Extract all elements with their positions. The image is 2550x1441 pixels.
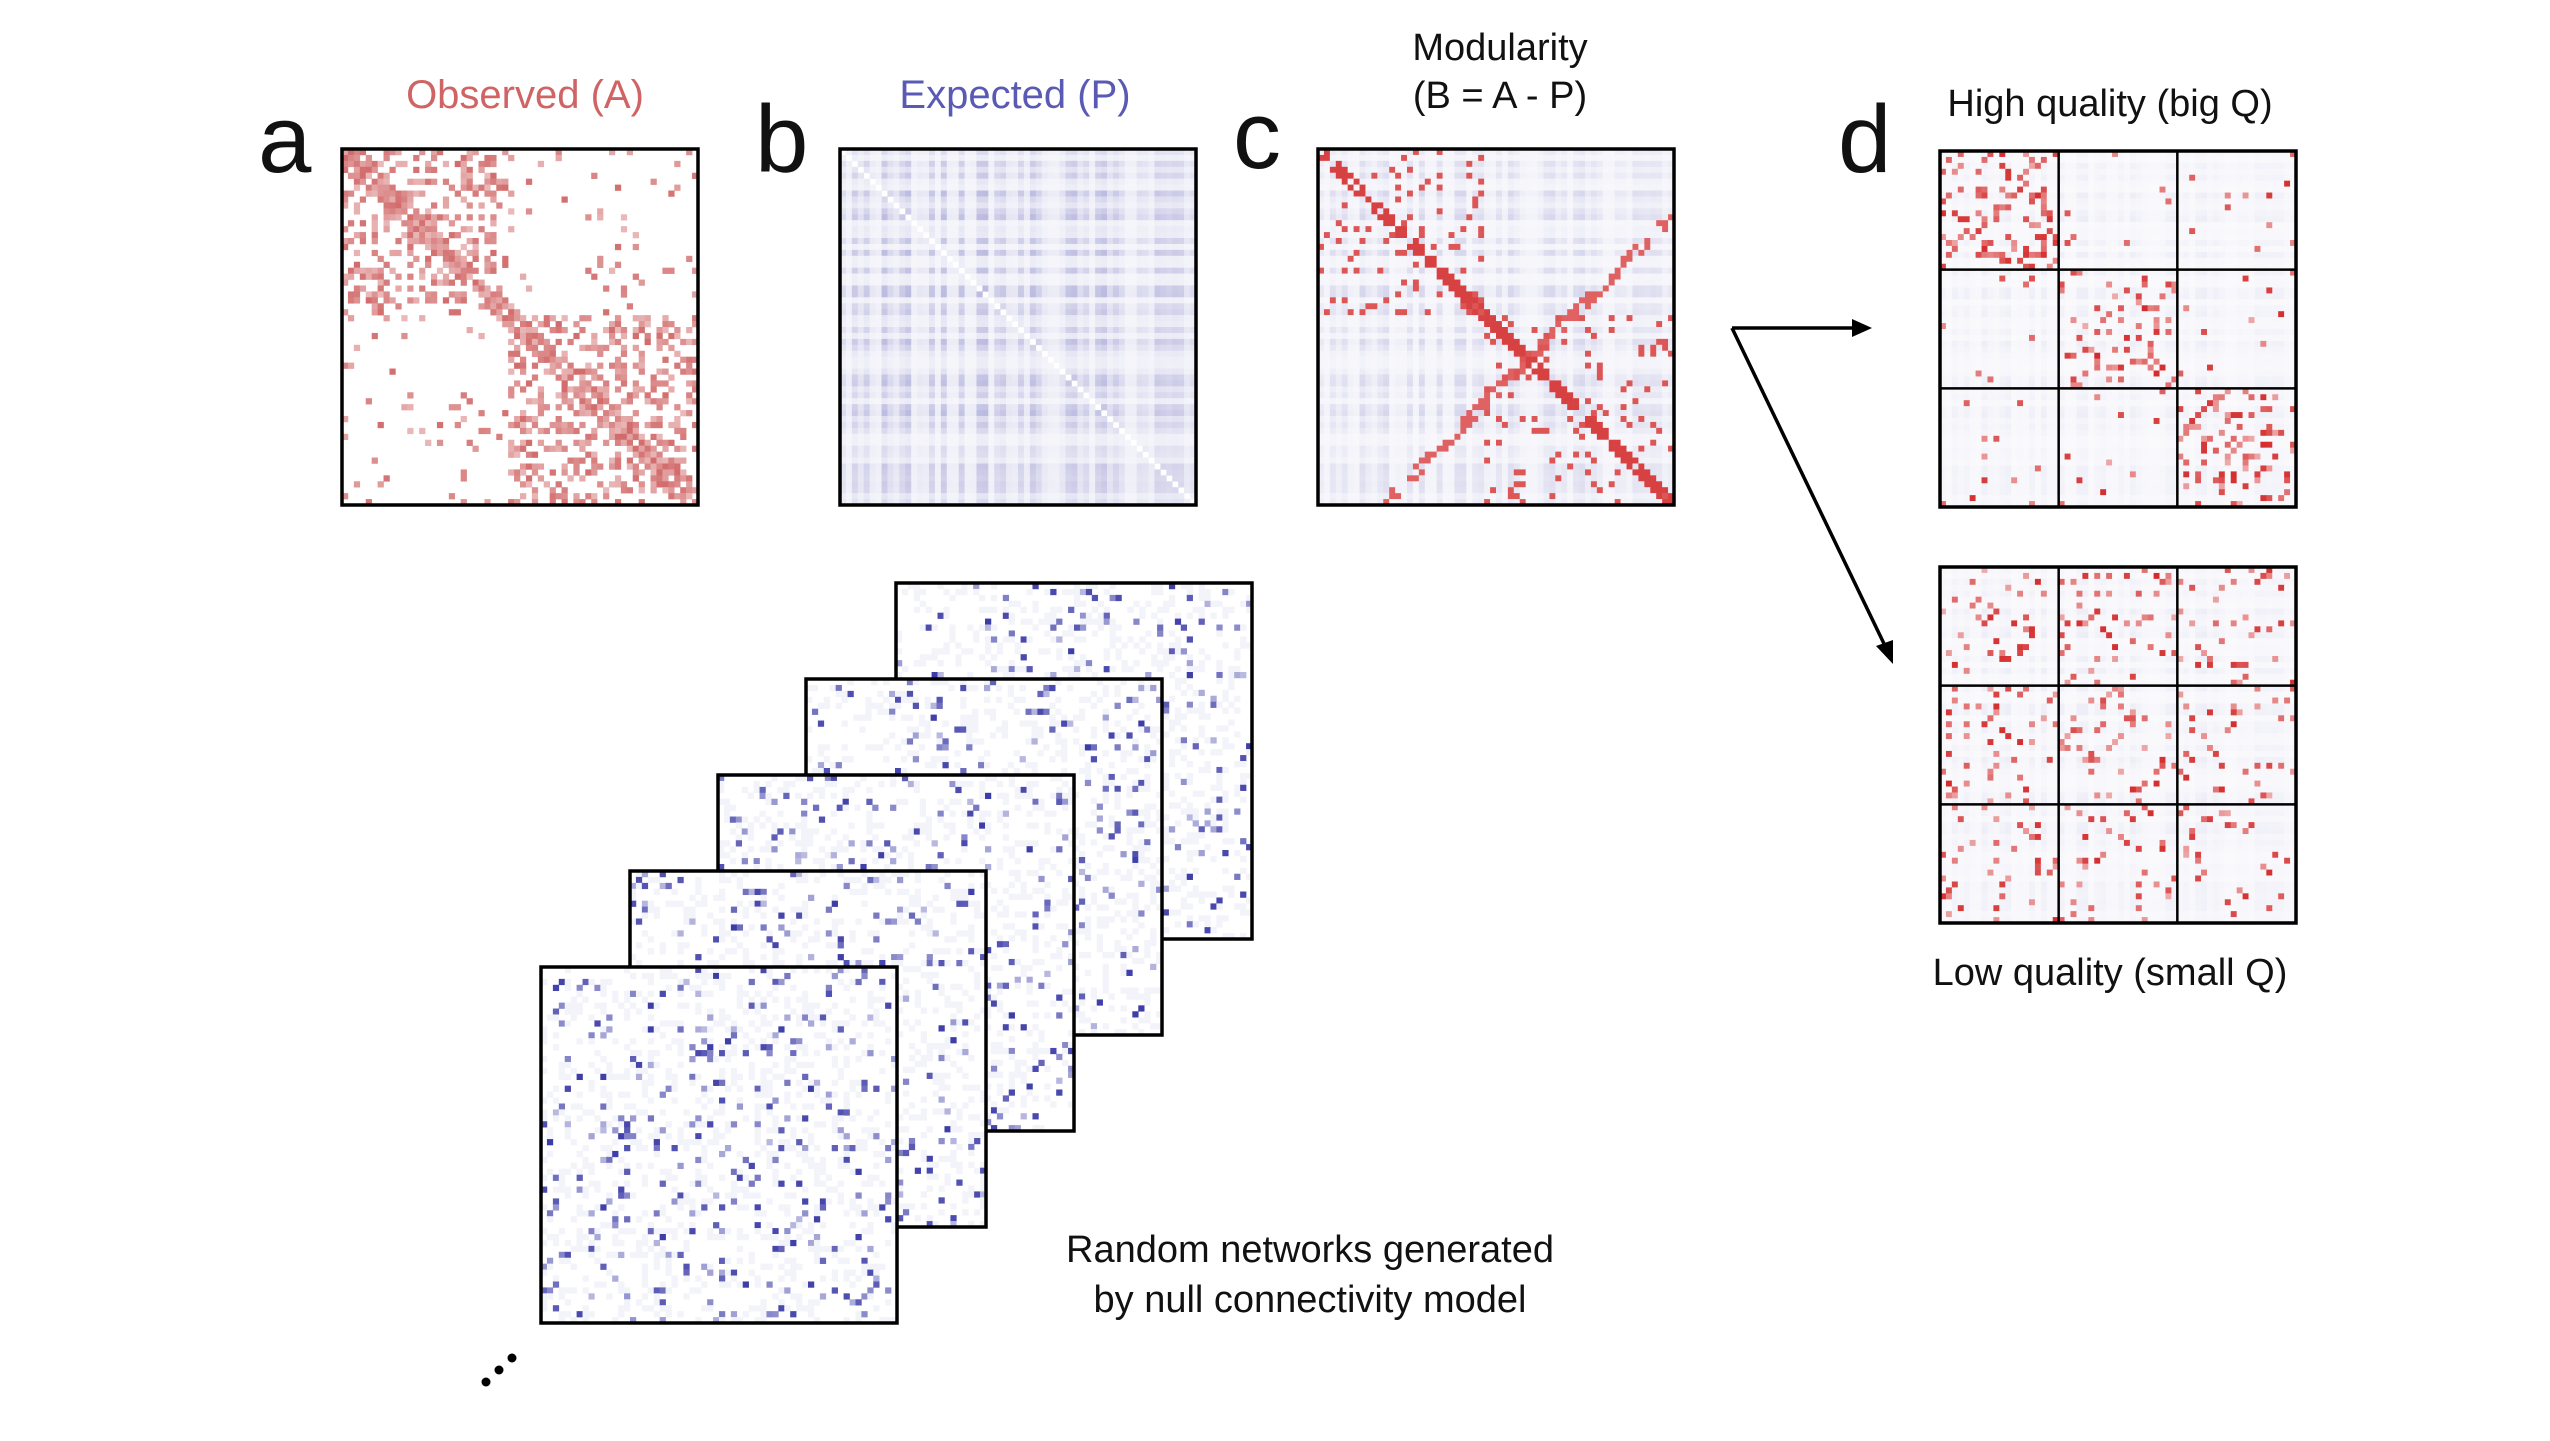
arrowhead-high <box>1852 319 1872 337</box>
observed-title: Observed (A) <box>406 73 644 117</box>
observed-matrix <box>340 147 700 507</box>
panel-letter-b: b <box>755 86 808 193</box>
panel-letter-c: c <box>1233 82 1281 189</box>
modularity-matrix <box>1316 147 1676 507</box>
arrowhead-low <box>1876 640 1893 664</box>
low-quality-matrix <box>1938 565 2298 925</box>
expected-matrix <box>838 147 1198 507</box>
ellipsis-dots <box>481 1353 517 1387</box>
low-quality-caption: Low quality (small Q) <box>1933 952 2288 994</box>
arrow-to-low-quality <box>1730 327 1890 653</box>
panel-letter-d: d <box>1838 86 1891 193</box>
random-networks-caption-line2: by null connectivity model <box>1094 1279 1527 1321</box>
modularity-title: Modularity <box>1412 27 1587 69</box>
modularity-formula: (B = A - P) <box>1413 75 1587 117</box>
partition-arrows <box>1730 319 1893 664</box>
random-network-stack <box>539 581 1254 1325</box>
high-quality-caption: High quality (big Q) <box>1947 83 2272 125</box>
expected-title: Expected (P) <box>899 73 1130 117</box>
random-networks-caption-line1: Random networks generated <box>1066 1229 1554 1271</box>
random-network-matrix <box>539 965 899 1325</box>
panel-letter-a: a <box>258 86 312 193</box>
high-quality-matrix <box>1938 149 2298 509</box>
